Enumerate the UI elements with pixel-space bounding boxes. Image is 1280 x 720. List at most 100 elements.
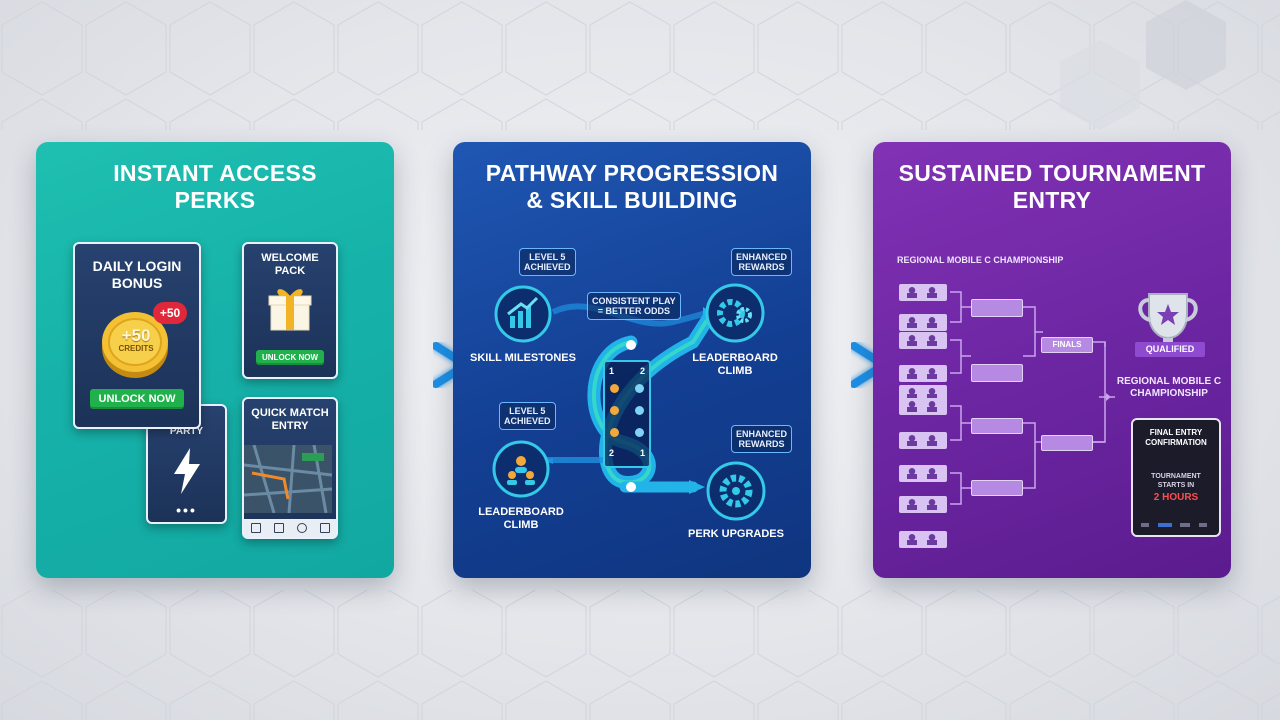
label-line: CHAMPIONSHIP [1130, 388, 1208, 399]
rank-number: 2 [639, 366, 645, 376]
player-icon [927, 317, 937, 328]
map-thumbnail [244, 445, 332, 513]
qualified-ribbon: QUALIFIED [1135, 342, 1205, 357]
rank-row [610, 384, 644, 394]
level5-tag-top: LEVEL 5 ACHIEVED [519, 248, 576, 276]
player-icon [927, 468, 937, 479]
enhanced-rewards-tag-top: ENHANCED REWARDS [731, 248, 793, 276]
nav-icon[interactable] [296, 523, 307, 533]
title-line: SUSTAINED TOURNAMENT [898, 160, 1206, 186]
confirmation-title: FINAL ENTRY CONFIRMATION [1133, 428, 1219, 448]
title-line: INSTANT ACCESS [113, 160, 317, 186]
consistent-play-tag: CONSISTENT PLAY = BETTER ODDS [587, 292, 681, 320]
bracket-slot [899, 385, 947, 402]
title-line: BONUS [111, 275, 163, 291]
confirmation-footer [1141, 523, 1207, 529]
gears-icon [705, 283, 765, 343]
tag-line: REWARDS [738, 262, 785, 272]
tag-line: CONSISTENT PLAY [592, 296, 676, 306]
player-icon [907, 499, 917, 510]
player-icon [927, 435, 937, 446]
label-line: REGIONAL MOBILE C [1116, 376, 1222, 387]
level5-tag-bottom: LEVEL 5 ACHIEVED [499, 402, 556, 430]
pathway-panel: PATHWAY PROGRESSION & SKILL BUILDING LEV… [453, 142, 811, 578]
welcome-pack-title: WELCOME PACK [244, 252, 336, 278]
rank-row [610, 406, 644, 416]
player-icon [927, 534, 937, 545]
daily-login-card[interactable]: DAILY LOGIN BONUS +50 CREDITS +50 UNLOCK… [73, 242, 201, 429]
bracket-slot [899, 365, 947, 382]
countdown-time: 2 HOURS [1153, 492, 1199, 503]
bracket-slot [899, 531, 947, 548]
bracket-slot [899, 465, 947, 482]
rank-row: 2 1 [609, 448, 645, 458]
bonus-badge: +50 [153, 302, 187, 324]
tag-line: ACHIEVED [524, 262, 571, 272]
label-line: CLIMB [503, 519, 539, 531]
player-icon [907, 435, 917, 446]
chart-icon [494, 285, 552, 343]
rank-number: 1 [639, 448, 645, 458]
title-line: QUICK MATCH [251, 407, 329, 419]
nav-icon[interactable] [319, 523, 330, 533]
bracket-bar [971, 480, 1023, 496]
body-line: STARTS IN [1157, 482, 1195, 489]
player-icon [907, 317, 917, 328]
bracket-bar [1041, 435, 1093, 451]
quick-match-title: QUICK MATCH ENTRY [244, 407, 336, 433]
rank-row [610, 428, 644, 438]
championship-label: REGIONAL MOBILE C CHAMPIONSHIP [1109, 376, 1229, 400]
title-line: & SKILL BUILDING [526, 187, 738, 213]
semifinal-bar: FINALS [1041, 337, 1093, 353]
unlock-now-button[interactable]: UNLOCK NOW [256, 350, 324, 365]
bracket-header: REGIONAL MOBILE C CHAMPIONSHIP [897, 255, 1064, 265]
player-icon [907, 388, 917, 399]
tag-line: ACHIEVED [504, 416, 551, 426]
panel-title: PATHWAY PROGRESSION & SKILL BUILDING [453, 160, 811, 214]
bracket-slot [899, 332, 947, 349]
tag-line: REWARDS [738, 439, 785, 449]
enhanced-rewards-tag-bottom: ENHANCED REWARDS [731, 425, 793, 453]
nav-icon[interactable] [273, 523, 284, 533]
perk-upgrades-label: PERK UPGRADES [688, 528, 784, 540]
tag-line: LEVEL 5 [529, 252, 566, 262]
rank-ladder: 1 2 2 1 [603, 360, 651, 468]
tag-line: LEVEL 5 [509, 406, 546, 416]
entry-confirmation-card[interactable]: FINAL ENTRY CONFIRMATION TOURNAMENT STAR… [1131, 418, 1221, 537]
lightning-icon [174, 448, 200, 494]
users-icon [492, 440, 550, 498]
instant-access-panel: INSTANT ACCESS PERKS PARTY ••• DAILY LOG… [36, 142, 394, 578]
title-line: PACK [274, 265, 306, 277]
tag-line: ENHANCED [736, 429, 788, 439]
coin-icon [102, 312, 168, 378]
player-icon [907, 368, 917, 379]
bracket-slot [899, 398, 947, 415]
title-line: PATHWAY PROGRESSION [485, 160, 779, 186]
title-line: CONFIRMATION [1145, 438, 1207, 447]
coin-value: +50 [121, 326, 151, 345]
leaderboard-climb-label-left: LEADERBOARD CLIMB [471, 506, 571, 532]
player-icon [907, 468, 917, 479]
party-label: PARTY [169, 426, 204, 437]
bracket-bar [971, 418, 1023, 434]
bracket-slot [899, 432, 947, 449]
player-icon [907, 335, 917, 346]
tournament-panel: SUSTAINED TOURNAMENT ENTRY REGIONAL MOBI… [873, 142, 1231, 578]
nav-icon[interactable] [250, 523, 261, 533]
player-icon [927, 287, 937, 298]
unlock-now-button[interactable]: UNLOCK NOW [90, 389, 184, 409]
rank-number: 1 [609, 366, 615, 376]
label-line: LEADERBOARD [692, 352, 778, 364]
welcome-pack-card[interactable]: WELCOME PACK UNLOCK NOW [242, 242, 338, 379]
player-icon [907, 401, 917, 412]
quick-match-card[interactable]: QUICK MATCH ENTRY [242, 397, 338, 539]
skill-milestones-label: SKILL MILESTONES [470, 352, 576, 364]
title-line: PERKS [174, 187, 256, 213]
bracket-slot [899, 284, 947, 301]
gift-icon [268, 289, 312, 331]
player-icon [907, 534, 917, 545]
leaderboard-climb-label-right: LEADERBOARD CLIMB [685, 352, 785, 378]
player-icon [927, 368, 937, 379]
bracket-slot [899, 314, 947, 331]
